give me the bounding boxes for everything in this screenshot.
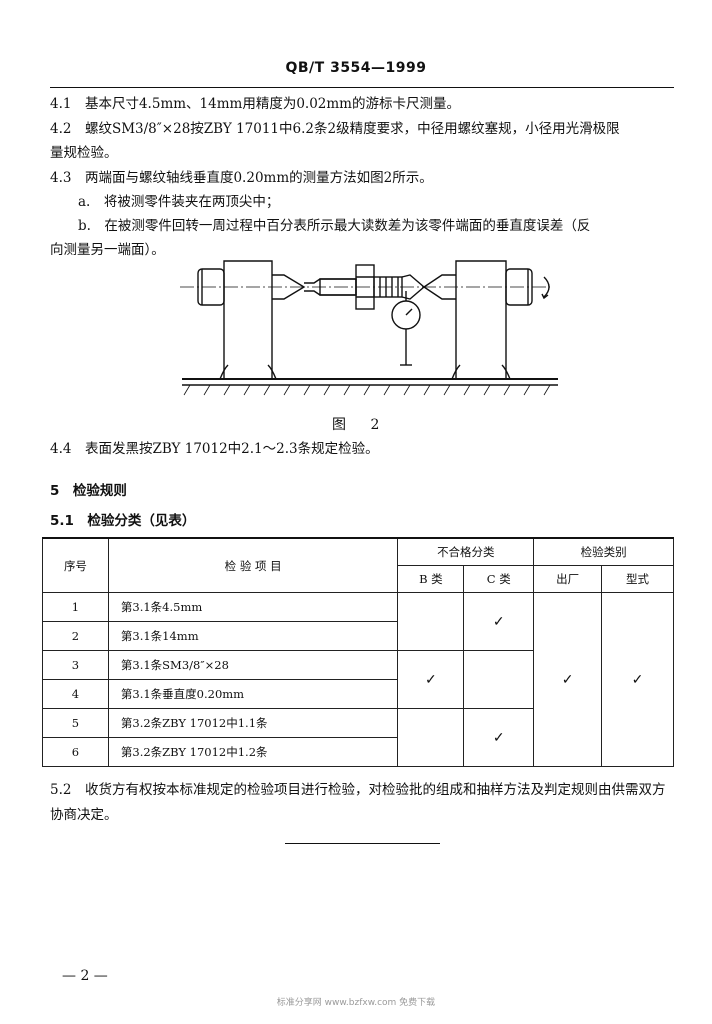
figure-caption: 图 2 bbox=[332, 417, 390, 433]
row-no: 1 bbox=[42, 592, 109, 622]
check-mark: ✓ bbox=[397, 650, 465, 709]
check-mark: ✓ bbox=[601, 592, 674, 767]
header-type-test: 型式 bbox=[601, 565, 674, 593]
watermark: 标准分享网 www.bzfxw.com 免费下载 bbox=[276, 998, 436, 1008]
check-mark: ✓ bbox=[533, 592, 603, 767]
row-item: 第3.1条SM3/8″×28 bbox=[107, 650, 399, 680]
class-c-cell bbox=[463, 650, 535, 709]
clause-4-3-b-cont: 向测量另一端面）。 bbox=[50, 242, 165, 258]
check-mark: ✓ bbox=[463, 592, 535, 651]
section-5-1-heading: 5.1 检验分类（见表） bbox=[50, 513, 196, 529]
table-row: 1 第3.1条4.5mm ✓ ✓ ✓ bbox=[42, 592, 674, 767]
end-rule bbox=[285, 843, 440, 844]
row-item: 第3.1条垂直度0.20mm bbox=[107, 679, 399, 709]
row-item: 第3.2条ZBY 17012中1.2条 bbox=[107, 737, 399, 767]
table-row: 3 第3.1条SM3/8″×28 ✓ bbox=[42, 650, 674, 709]
header-defect-class: 不合格分类 bbox=[397, 537, 535, 566]
header-rule bbox=[50, 87, 674, 88]
clause-4-3-b: b. 在被测零件回转一周过程中百分表所示最大读数差为该零件端面的垂直度误差（反 bbox=[78, 218, 591, 234]
table-row: 6 第3.2条ZBY 17012中1.2条 bbox=[42, 737, 674, 767]
class-b-cell bbox=[397, 592, 465, 651]
inspection-classification-table: 序号 检 验 项 目 不合格分类 检验类别 B 类 C 类 出厂 型式 1 第3… bbox=[42, 537, 674, 767]
class-b-cell bbox=[397, 708, 465, 767]
clause-4-1: 4.1 基本尺寸4.5mm、14mm用精度为0.02mm的游标卡尺测量。 bbox=[50, 96, 460, 112]
section-5-heading: 5 检验规则 bbox=[50, 483, 127, 499]
page-number: — 2 — bbox=[62, 968, 108, 984]
clause-5-2: 5.2 收货方有权按本标准规定的检验项目进行检验，对检验批的组成和抽样方法及判定… bbox=[50, 782, 666, 823]
row-no: 2 bbox=[42, 621, 109, 651]
header-class-c: C 类 bbox=[463, 565, 535, 593]
header-factory: 出厂 bbox=[533, 565, 603, 593]
clause-4-4: 4.4 表面发黑按ZBY 17012中2.1～2.3条规定检验。 bbox=[50, 441, 379, 457]
clause-4-2: 4.2 螺纹SM3/8″×28按ZBY 17011中6.2条2级精度要求，中径用… bbox=[50, 121, 620, 137]
row-item: 第3.1条4.5mm bbox=[107, 592, 399, 622]
check-mark: ✓ bbox=[463, 708, 535, 767]
header-item: 检 验 项 目 bbox=[107, 537, 399, 593]
header-class-b: B 类 bbox=[397, 565, 465, 593]
figure-2-drawing bbox=[180, 260, 558, 396]
clause-4-3: 4.3 两端面与螺纹轴线垂直度0.20mm的测量方法如图2所示。 bbox=[50, 170, 433, 186]
row-item: 第3.2条ZBY 17012中1.1条 bbox=[107, 708, 399, 738]
row-no: 6 bbox=[42, 737, 109, 767]
table-row: 5 第3.2条ZBY 17012中1.1条 ✓ bbox=[42, 708, 674, 767]
table-row: 4 第3.1条垂直度0.20mm bbox=[42, 679, 674, 709]
clause-4-2-cont: 量规检验。 bbox=[50, 145, 118, 161]
standard-number: QB/T 3554—1999 bbox=[285, 60, 427, 76]
row-item: 第3.1条14mm bbox=[107, 621, 399, 651]
row-no: 5 bbox=[42, 708, 109, 738]
header-no: 序号 bbox=[42, 537, 109, 593]
clause-4-3-a: a. 将被测零件装夹在两顶尖中； bbox=[78, 194, 280, 210]
header-inspection-type: 检验类别 bbox=[533, 537, 674, 566]
row-no: 4 bbox=[42, 679, 109, 709]
row-no: 3 bbox=[42, 650, 109, 680]
